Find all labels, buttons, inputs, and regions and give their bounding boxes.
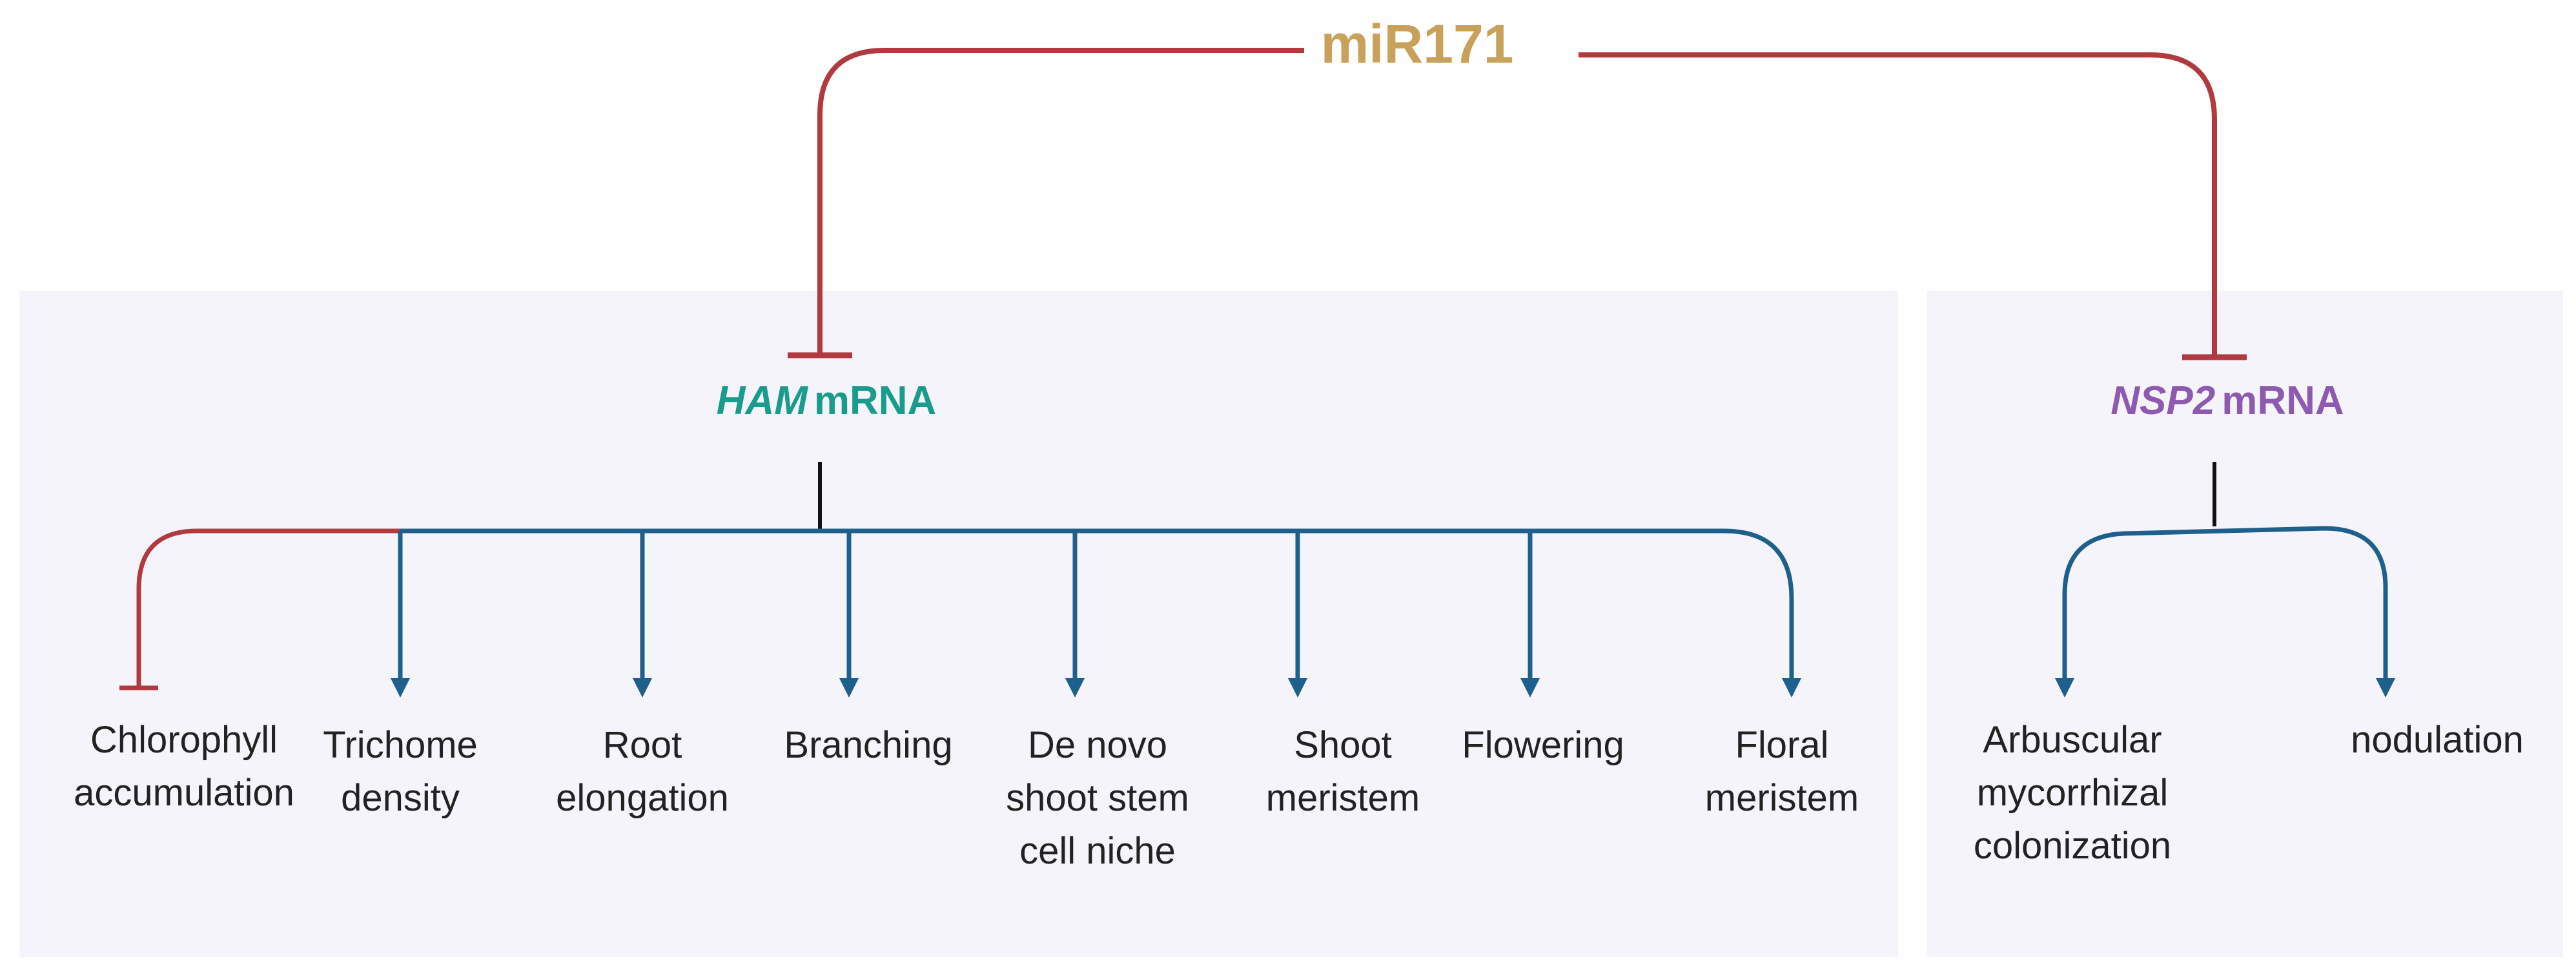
ham-mrna-suffix: mRNA: [813, 378, 937, 423]
output-floral-meristem: Floral meristem: [1704, 724, 1859, 819]
nodulation-arrowhead: [2376, 678, 2395, 698]
mir171-to-ham-inhibition: [817, 48, 1304, 355]
trichome-density-arrowhead: [391, 678, 410, 698]
output-trichome-density: Trichome density: [323, 724, 478, 819]
floral-meristem-arrowhead: [1782, 678, 1801, 698]
ham-inhibit-branch: [136, 528, 400, 688]
nsp2-bus: [2062, 526, 2388, 678]
mir171-to-nsp2-inhibition: [1579, 52, 2217, 357]
output-nodulation: nodulation: [2351, 719, 2524, 761]
nsp2-panel: [1927, 291, 2563, 957]
ham-gene-name: HAM: [716, 378, 808, 423]
branching-arrowhead: [839, 678, 859, 698]
output-arbuscular-mycorrhizal-colonization: Arbuscular mycorrhizal colonization: [1973, 719, 2172, 867]
flowering-arrowhead: [1520, 678, 1540, 698]
ham-panel: [19, 291, 1898, 957]
output-chlorophyll-accumulation: Chlorophyll accumulation: [74, 719, 294, 814]
shoot-meristem-arrowhead: [1288, 678, 1307, 698]
output-de-novo-shoot-stem-cell-niche: De novo shoot stem cell niche: [1006, 724, 1189, 872]
de-novo-shoot-stem-cell-niche-arrowhead: [1065, 678, 1085, 698]
output-branching: Branching: [784, 724, 953, 766]
nsp2-mrna-suffix: mRNA: [2222, 378, 2344, 423]
ham-branch-arrows: [391, 531, 1540, 698]
ham-bus: [400, 528, 1794, 678]
arbuscular-arrowhead: [2055, 678, 2074, 698]
root-elongation-arrowhead: [633, 678, 652, 698]
nsp2-gene-name: NSP2: [2111, 378, 2216, 423]
output-shoot-meristem: Shoot meristem: [1265, 724, 1420, 819]
output-root-elongation: Root elongation: [556, 724, 729, 819]
output-flowering: Flowering: [1462, 724, 1624, 766]
mir171-title: miR171: [1320, 14, 1514, 74]
